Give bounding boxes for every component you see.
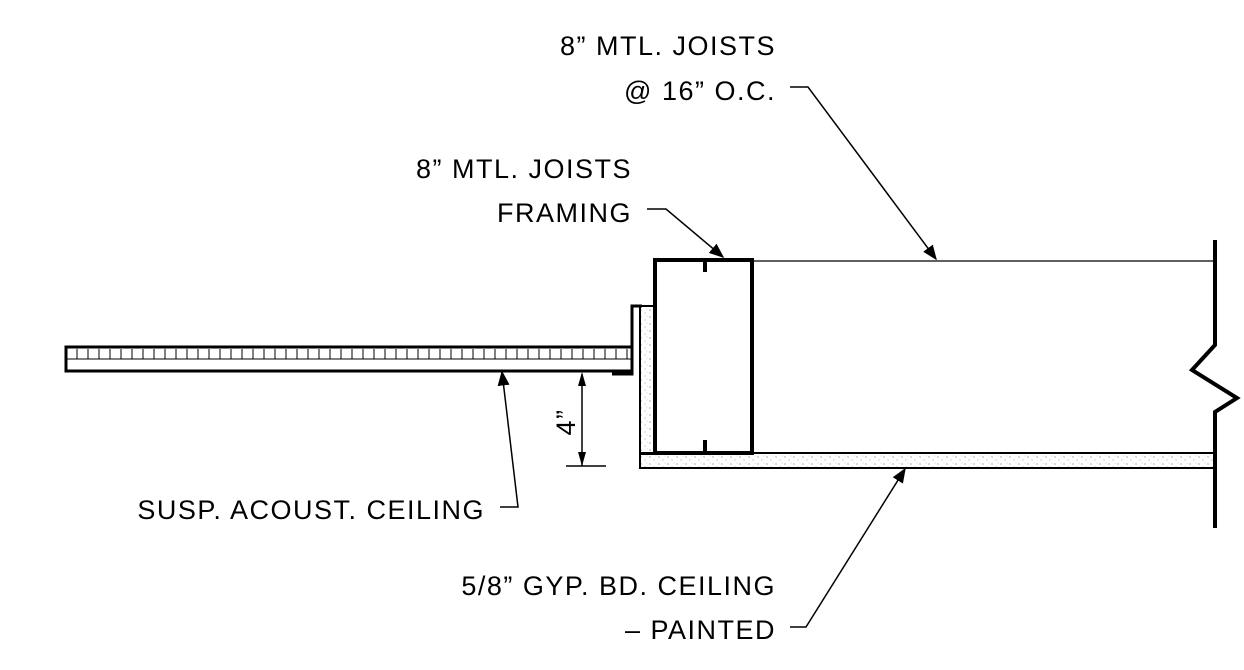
gyp-board-side (639, 305, 655, 455)
label-joists-framing-line2: FRAMING (497, 198, 632, 228)
leader-joists-spacing (790, 86, 937, 261)
wall-angle-trim (612, 304, 642, 376)
break-line (1188, 240, 1241, 528)
label-gyp-ceiling-line2: – PAINTED (625, 615, 776, 645)
leader-joists-framing (647, 208, 725, 258)
label-joists-spacing-line2: @ 16” O.C. (624, 76, 776, 106)
dimension-label: 4” (551, 408, 581, 435)
leader-acoustic-ceiling (497, 370, 519, 508)
label-acoustic-ceiling: SUSP. ACOUST. CEILING (137, 495, 485, 525)
dimension-4in: 4” (551, 372, 606, 467)
label-gyp-ceiling-line1: 5/8” GYP. BD. CEILING (461, 571, 776, 601)
label-joists-spacing-line1: 8” MTL. JOISTS (560, 31, 776, 61)
framing-joist (653, 258, 754, 455)
label-joists-framing-line1: 8” MTL. JOISTS (416, 154, 632, 184)
acoustic-panel-texture (66, 349, 632, 360)
gyp-board-ceiling (639, 452, 1216, 469)
leader-gyp-ceiling (790, 467, 906, 628)
acoustic-ceiling-panel (64, 345, 634, 373)
